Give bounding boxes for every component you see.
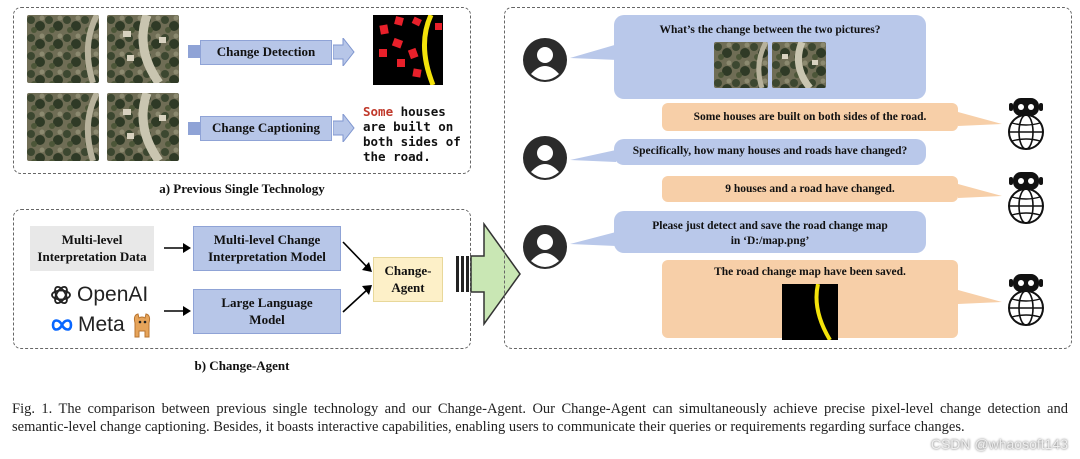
openai-logo: OpenAI	[50, 282, 148, 308]
figure-caption: Fig. 1. The comparison between previous …	[12, 401, 1068, 436]
change-captioning-box: Change Captioning	[200, 116, 332, 141]
bubble-tail	[958, 112, 1002, 126]
agent-message-3-text: The road change map have been saved.	[714, 266, 906, 278]
user-message-1-text: What’s the change between the two pictur…	[659, 24, 881, 36]
satellite-image-before-2	[27, 93, 99, 161]
meta-logo: Meta	[50, 312, 155, 338]
bubble-tail	[570, 150, 616, 162]
bubble-tail	[958, 290, 1002, 304]
meta-infinity-icon	[51, 319, 73, 331]
caption-highlight: Some	[363, 104, 394, 119]
interpretation-model-box: Multi-level Change Interpretation Model	[193, 226, 341, 271]
big-green-arrow-icon	[456, 222, 521, 326]
change-detection-box: Change Detection	[200, 40, 332, 65]
change-detection-map	[373, 13, 443, 86]
caption-rest: houses are built on both sides of the ro…	[363, 104, 461, 164]
robot-globe-icon	[1008, 171, 1044, 224]
llama-icon	[133, 313, 150, 338]
interpretation-data-box: Multi-level Interpretation Data	[30, 226, 154, 271]
arrow-right-icon	[333, 38, 355, 66]
openai-label: OpenAI	[77, 283, 149, 306]
user-message-1: What’s the change between the two pictur…	[614, 15, 926, 99]
chat-panel	[504, 7, 1072, 349]
large-language-model-box: Large Language Model	[193, 289, 341, 334]
arrow-to-agent-icon	[342, 241, 372, 272]
user-message-3-line2: in ‘D:/map.png’	[730, 234, 810, 247]
caption-output-text: Some houses are built on both sides of t…	[363, 104, 463, 164]
user-avatar-icon	[523, 136, 567, 180]
agent-message-3: The road change map have been saved.	[662, 260, 958, 342]
satellite-image-before-1	[27, 15, 99, 83]
panel-b-title: b) Change-Agent	[194, 358, 290, 373]
robot-globe-icon	[1008, 97, 1044, 150]
openai-icon	[51, 285, 71, 305]
chat-image-after	[772, 42, 826, 88]
arrow-right-icon	[164, 243, 191, 253]
user-avatar-icon	[523, 225, 567, 269]
satellite-image-after-2	[107, 93, 179, 161]
bubble-tail	[570, 44, 618, 60]
user-avatar-icon	[523, 38, 567, 82]
chat-image-before	[714, 42, 768, 88]
bubble-tail	[958, 184, 1002, 198]
panel-previous-technology	[13, 7, 471, 174]
user-message-2: Specifically, how many houses and roads …	[614, 139, 926, 165]
connector-line	[188, 122, 200, 135]
bubble-tail	[570, 232, 616, 246]
meta-label: Meta	[78, 313, 125, 336]
arrow-to-agent-icon	[342, 285, 372, 313]
agent-message-2: 9 houses and a road have changed.	[662, 176, 958, 202]
user-message-3: Please just detect and save the road cha…	[614, 211, 926, 253]
panel-a-title: a) Previous Single Technology	[159, 181, 325, 196]
watermark: CSDN @whaosoft143	[930, 436, 1068, 452]
robot-globe-icon	[1008, 273, 1044, 326]
connector-line	[188, 45, 200, 58]
satellite-image-after-1	[107, 15, 179, 83]
road-change-map	[782, 283, 838, 342]
change-agent-box: Change-Agent	[373, 257, 443, 302]
agent-message-1: Some houses are built on both sides of t…	[662, 103, 958, 131]
arrow-right-icon	[164, 306, 191, 316]
arrow-right-icon	[333, 114, 355, 142]
user-message-3-line1: Please just detect and save the road cha…	[652, 220, 888, 232]
